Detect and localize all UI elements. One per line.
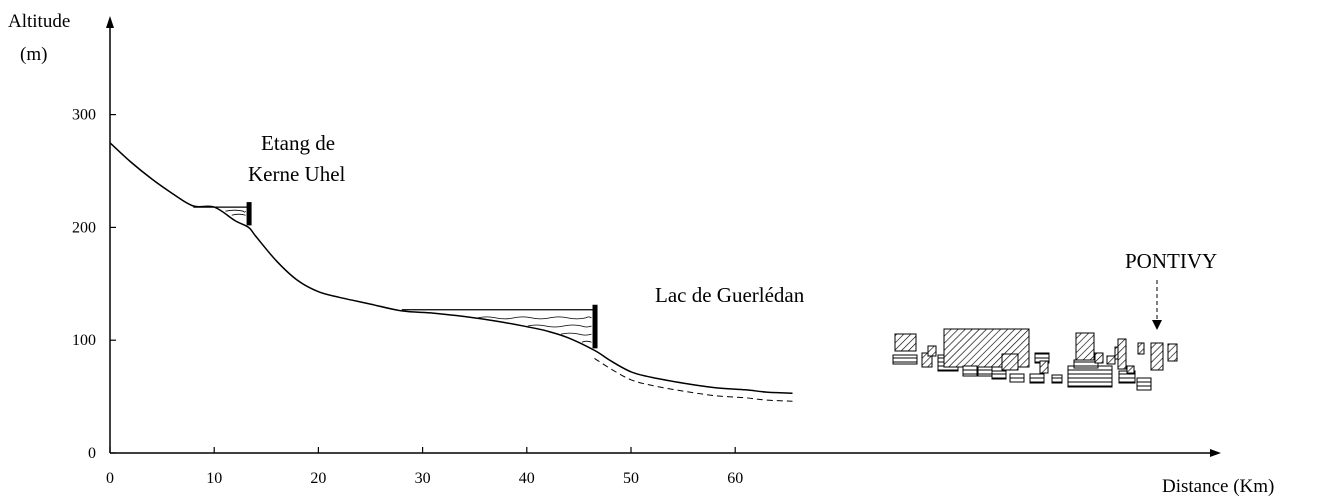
dam <box>246 202 252 226</box>
x-tick-label: 60 <box>727 470 743 487</box>
x-tick-label: 40 <box>519 470 535 487</box>
reservoir-label-line1: Etang de <box>261 131 335 155</box>
dam <box>592 304 598 349</box>
reservoir-label-line2: Kerne Uhel <box>248 162 346 186</box>
reservoir-label: Lac de Guerlédan <box>655 283 805 307</box>
town-buildings <box>892 328 1178 391</box>
town-pointer-arrow <box>1152 320 1162 330</box>
x-axis-title: Distance (Km) <box>1162 476 1274 497</box>
y-tick-label: 100 <box>72 332 96 349</box>
river-bed-dashed-line <box>594 357 793 402</box>
y-axis-arrow <box>106 16 114 28</box>
reservoir-water-lines <box>477 316 592 343</box>
x-axis-arrow <box>1210 449 1221 457</box>
x-tick-label: 30 <box>415 470 431 487</box>
reservoir-guerledan: Lac de Guerlédan <box>401 283 805 349</box>
y-axis-title-line2: (m) <box>20 44 47 65</box>
reservoir-kerne-uhel: Etang de Kerne Uhel <box>193 131 346 226</box>
y-tick-label: 0 <box>88 445 96 462</box>
x-tick-label: 20 <box>310 470 326 487</box>
y-ticks: 0 100 200 300 <box>72 107 116 462</box>
y-tick-label: 200 <box>72 219 96 236</box>
x-ticks: 0 10 20 30 40 50 60 <box>106 447 743 487</box>
reservoir-water-lines <box>225 209 246 216</box>
elevation-profile-line <box>109 142 793 394</box>
x-tick-label: 0 <box>106 470 114 487</box>
y-tick-label: 300 <box>72 107 96 124</box>
x-tick-label: 50 <box>623 470 639 487</box>
y-axis-title-line1: Altitude <box>8 11 70 32</box>
town-label: PONTIVY <box>1125 249 1217 273</box>
x-tick-label: 10 <box>206 470 222 487</box>
